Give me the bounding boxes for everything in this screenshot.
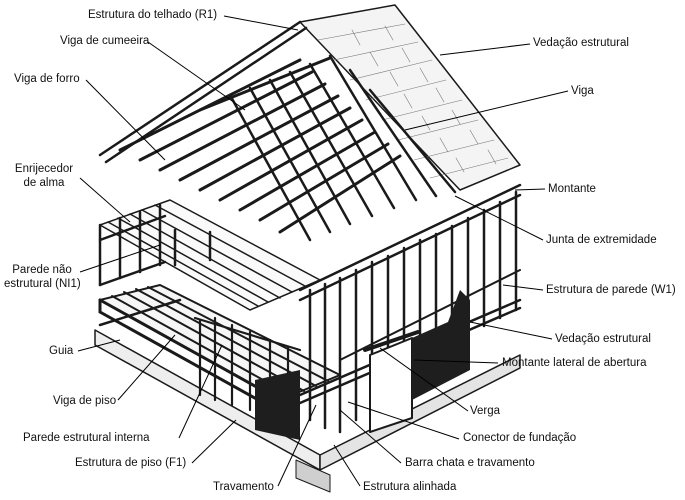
label-estrutura-telhado: Estrutura do telhado (R1) [88,9,218,21]
label-vedacao-estrutural-baixo: Vedação estrutural [555,333,651,345]
label-parede-nao-line2: estrutural (NI1) [4,278,81,290]
label-parede-nao-line1: Parede não [12,264,72,276]
label-viga-cumeeira: Viga de cumeeira [60,35,150,47]
label-montante: Montante [548,183,596,195]
ridge-beam [198,56,332,112]
label-estrutura-parede: Estrutura de parede (W1) [546,284,676,296]
label-parede-interna: Parede estrutural interna [23,432,150,444]
label-vedacao-estrutural-topo: Vedação estrutural [533,37,629,49]
label-estrutura-piso: Estrutura de piso (F1) [75,457,187,469]
upper-left-wall [98,203,167,287]
label-guia: Guia [49,345,74,357]
label-travamento: Travamento [213,481,274,493]
leader-lines [77,15,569,487]
label-enrijecedor-line1: Enrijecedor [14,163,74,175]
label-barra-chata: Barra chata e travamento [405,457,535,469]
label-verga: Verga [470,405,501,417]
interior-wall [193,316,302,440]
label-viga-piso: Viga de piso [53,395,117,407]
label-viga: Viga [571,85,594,97]
door-opening [363,290,470,433]
label-junta-extremidade: Junta de extremidade [546,234,657,246]
front-wall-studs [308,190,518,434]
corner-studs [98,228,212,327]
label-enrijecedor-line2: de alma [23,177,65,189]
rafter-diagonals [228,54,457,242]
foundation [94,329,521,493]
label-conector-fundacao: Conector de fundação [463,432,577,444]
label-estrutura-alinhada: Estrutura alinhada [363,481,457,493]
label-viga-forro: Viga de forro [14,73,80,85]
label-montante-lateral: Montante lateral de abertura [502,357,647,369]
